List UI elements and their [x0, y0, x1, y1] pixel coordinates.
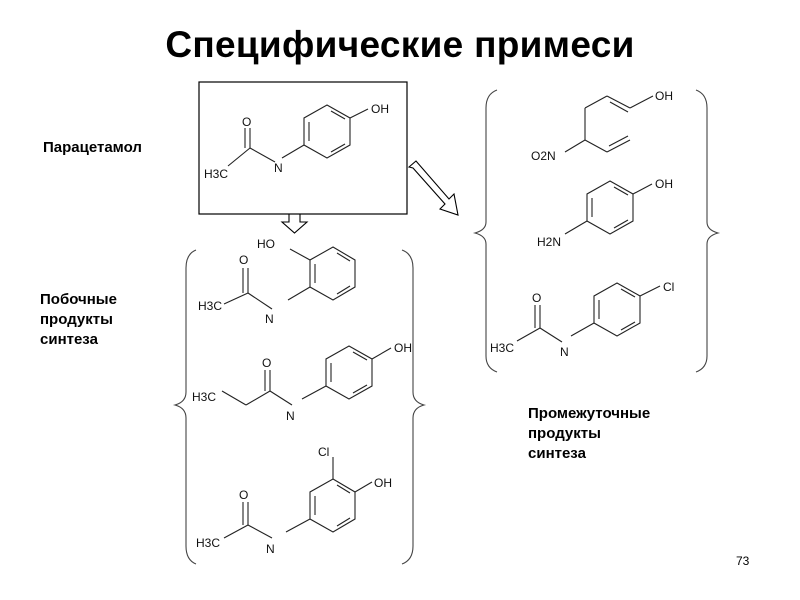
side3-o-label: O [239, 488, 248, 502]
side-product-1-structure: HO N O H3C [198, 237, 356, 326]
paracetamol-oh-label: OH [371, 102, 389, 116]
paracetamol-n-label: N [274, 161, 283, 175]
paracetamol-h3c-label: H3C [204, 167, 228, 181]
intermediate-3-structure: Cl N O H3C [490, 280, 674, 359]
side1-n-label: N [265, 312, 274, 326]
inter3-benzene-ring [593, 282, 641, 337]
paracetamol-label: Парацетамол [43, 138, 142, 158]
inter3-o-label: O [532, 291, 541, 305]
inter3-h3c-label: H3C [490, 341, 514, 355]
inter2-h2n-label: H2N [537, 235, 561, 249]
slide-title: Специфические примеси [165, 24, 635, 65]
side1-benzene-ring [309, 246, 356, 301]
intermediates-line-1: Промежуточные [528, 405, 651, 422]
intermediates-label: Промежуточные продукты синтеза [528, 404, 650, 464]
paracetamol-benzene-ring [303, 104, 351, 159]
intermediates-line-2: продукты [528, 425, 601, 442]
inter3-cl-label: Cl [663, 280, 674, 294]
down-arrow [280, 213, 309, 234]
intermediate-2-structure: OH H2N [537, 177, 673, 249]
inter2-benzene-ring [586, 180, 634, 235]
side1-o-label: O [239, 253, 248, 267]
side3-n-label: N [266, 542, 275, 556]
side3-oh-label: OH [374, 476, 392, 490]
paracetamol-box [198, 81, 408, 215]
side-products-label: Побочные продукты синтеза [40, 290, 117, 350]
intermediates-line-3: синтеза [528, 445, 586, 462]
side2-h3c-label: H3C [192, 390, 216, 404]
side3-benzene-ring [309, 478, 356, 533]
side-products-line-3: синтеза [40, 331, 98, 348]
paracetamol-structure: OH N O H3C [198, 81, 408, 215]
paracetamol-label-text: Парацетамол [43, 139, 142, 156]
diagonal-arrow [407, 160, 459, 216]
side-product-3-structure: Cl OH N O H3C [196, 445, 392, 556]
side2-o-label: O [262, 356, 271, 370]
paracetamol-o-label: O [242, 115, 251, 129]
side-product-2-structure: OH N O H3C [192, 341, 412, 423]
page-number: 73 [736, 554, 750, 568]
side3-h3c-label: H3C [196, 536, 220, 550]
inter3-n-label: N [560, 345, 569, 359]
side1-ho-label: HO [257, 237, 275, 251]
side-products-right-brace [401, 249, 427, 565]
intermediates-right-brace [695, 89, 721, 373]
intermediate-1-structure: OH O2N [531, 89, 673, 163]
side3-cl-label: Cl [318, 445, 329, 459]
inter1-oh-label: OH [655, 89, 673, 103]
side2-n-label: N [286, 409, 295, 423]
side-products-line-2: продукты [40, 311, 113, 328]
inter1-o2n-label: O2N [531, 149, 556, 163]
side2-benzene-ring [325, 345, 373, 400]
side2-oh-label: OH [394, 341, 412, 355]
side-products-left-brace [172, 249, 197, 565]
inter2-oh-label: OH [655, 177, 673, 191]
side-products-line-1: Побочные [40, 291, 117, 308]
intermediates-left-brace [472, 89, 498, 373]
side1-h3c-label: H3C [198, 299, 222, 313]
